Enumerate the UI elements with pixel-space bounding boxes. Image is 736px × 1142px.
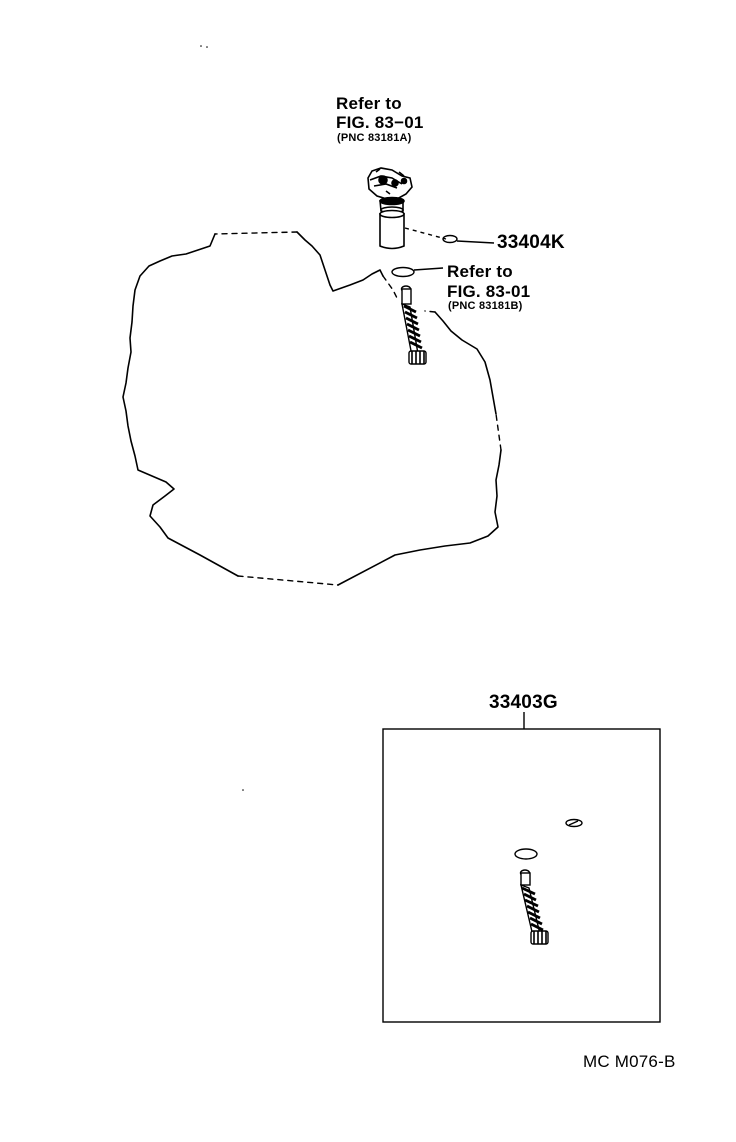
speedometer-sensor-assembly	[367, 167, 413, 250]
o-ring-83181b	[391, 266, 444, 278]
callout-mid-line3: (PNC 83181B)	[448, 300, 523, 312]
callout-top-line2: FIG. 83−01	[336, 113, 424, 132]
part-number-33404k: 33404K	[497, 232, 565, 253]
kit-driven-gear-shaft	[519, 869, 549, 945]
kit-33403g-box	[382, 712, 661, 1023]
transmission-case-hidden-edges	[214, 231, 502, 586]
callout-mid-line2: FIG. 83-01	[447, 282, 531, 301]
scan-speck	[200, 45, 244, 791]
part-number-33403g: 33403G	[489, 692, 558, 713]
callout-top-line3: (PNC 83181A)	[337, 132, 412, 144]
gasket-33404k	[404, 227, 495, 244]
transmission-case-outline	[122, 231, 502, 586]
figure-code: MC M076-B	[583, 1052, 676, 1071]
kit-o-ring	[514, 848, 538, 860]
driven-gear-shaft	[400, 285, 427, 365]
callout-mid-line1: Refer to	[447, 262, 513, 281]
kit-gasket	[565, 818, 583, 828]
callout-top-line1: Refer to	[336, 94, 402, 113]
